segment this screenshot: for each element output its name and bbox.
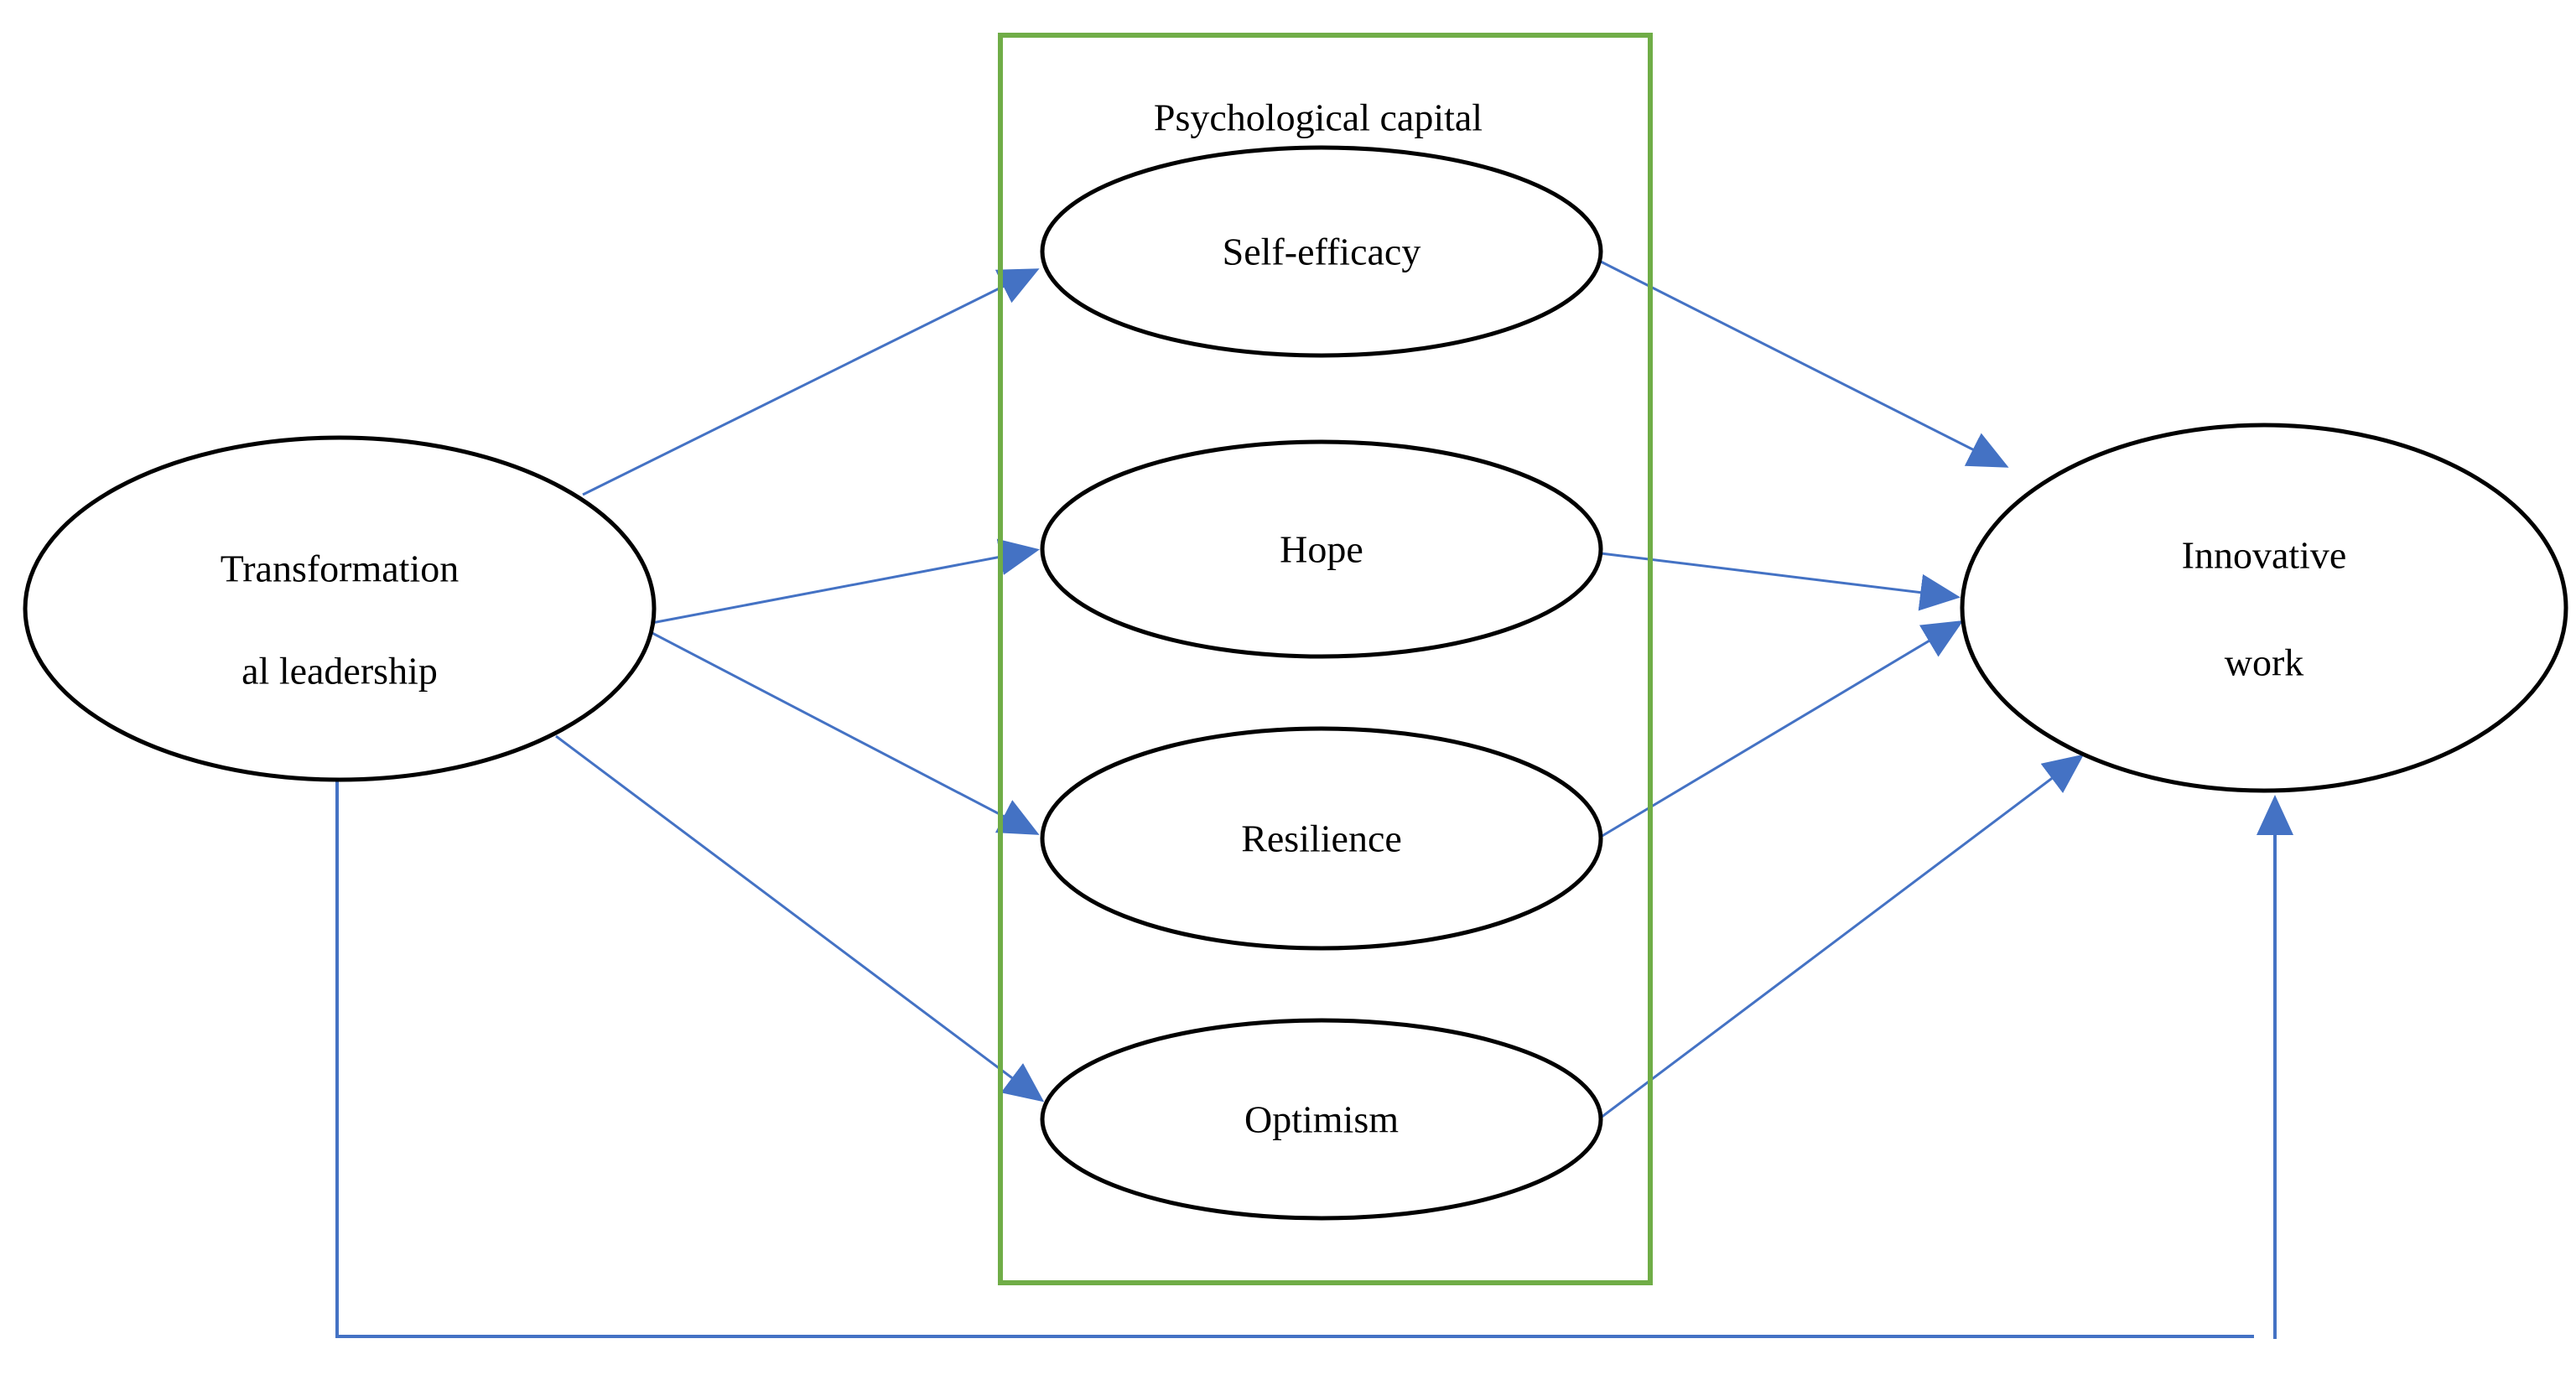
transformational-leadership-label-line1: Transformation	[221, 547, 460, 590]
hope-label: Hope	[1280, 528, 1363, 571]
transformational-leadership-label-line2: al leadership	[242, 650, 438, 693]
edge-leadership-to-hope	[647, 538, 1040, 625]
resilience-ellipse	[1040, 726, 1603, 951]
edge-leadership-direct-path-bottom	[335, 781, 2254, 1338]
hope-ellipse	[1040, 439, 1603, 659]
edge-hope-to-innovative-work	[1600, 552, 1961, 611]
innovative-work-ellipse	[1960, 423, 2568, 793]
psychological-capital-box	[998, 33, 1653, 1285]
node-innovative-work: Innovative work	[1960, 423, 2568, 793]
edge-self-efficacy-to-innovative-work	[1600, 260, 2009, 468]
node-optimism: Optimism	[1040, 1018, 1603, 1221]
optimism-label: Optimism	[1244, 1098, 1399, 1141]
transformational-leadership-ellipse	[23, 435, 657, 782]
edge-resilience-to-innovative-work	[1600, 620, 1964, 838]
resilience-label: Resilience	[1241, 817, 1402, 860]
edge-leadership-to-self-efficacy	[582, 268, 1040, 496]
optimism-ellipse	[1040, 1018, 1603, 1221]
innovative-work-label-line1: Innovative	[2182, 534, 2347, 577]
edge-optimism-to-innovative-work	[1597, 754, 2085, 1122]
edge-leadership-to-resilience	[647, 629, 1040, 835]
node-self-efficacy: Self-efficacy	[1040, 145, 1603, 358]
psychological-capital-title: Psychological capital	[1154, 96, 1483, 139]
node-resilience: Resilience	[1040, 726, 1603, 951]
edge-leadership-to-optimism	[555, 734, 1045, 1103]
self-efficacy-ellipse	[1040, 145, 1603, 358]
innovative-work-label-line2: work	[2225, 641, 2304, 684]
node-hope: Hope	[1040, 439, 1603, 659]
node-transformational-leadership: Transformation al leadership	[23, 435, 657, 782]
self-efficacy-label: Self-efficacy	[1223, 231, 1421, 273]
